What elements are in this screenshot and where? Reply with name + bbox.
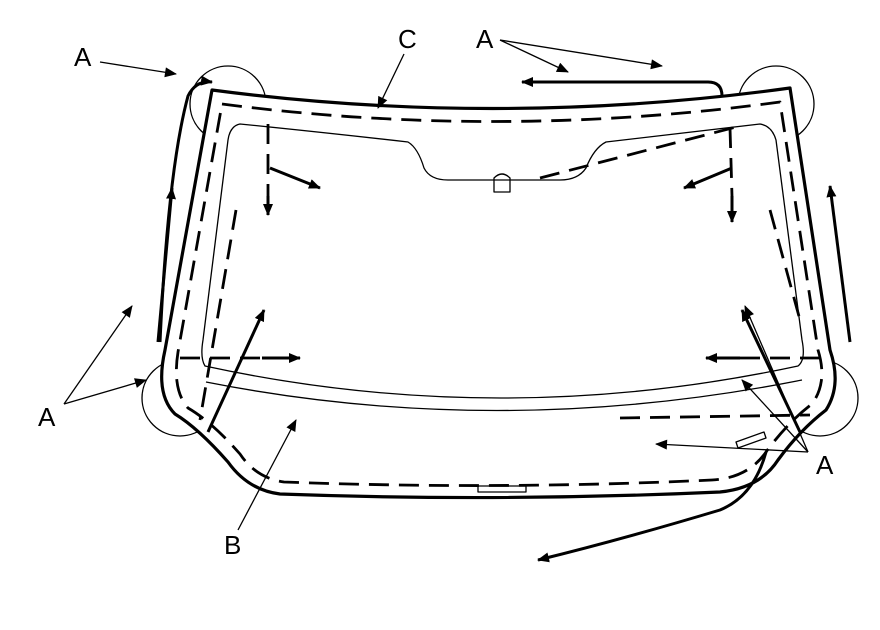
label-a-top-left: A [74, 42, 92, 72]
label-a-right: A [816, 450, 834, 480]
bottom-spacer-tab [477, 485, 527, 493]
dashed-arrows [180, 124, 820, 421]
motion-arrows [156, 75, 852, 563]
label-c: C [398, 24, 417, 54]
frit-line [205, 379, 803, 412]
arrow-icon [537, 451, 768, 563]
arrow-icon [269, 166, 321, 190]
callout-labels: A A A A B C [38, 24, 834, 560]
arrow-icon [683, 166, 733, 190]
windshield-outline [160, 86, 837, 500]
arrow-icon [206, 309, 266, 433]
label-a-top-right: A [476, 24, 494, 54]
label-b: B [224, 530, 241, 560]
leader-lines [63, 39, 809, 531]
arrow-icon [158, 75, 213, 343]
label-a-left: A [38, 402, 56, 432]
arrow-icon [826, 185, 852, 343]
mirror-bracket [493, 173, 511, 193]
sensor-strip [735, 431, 767, 449]
arrow-icon [521, 77, 724, 97]
